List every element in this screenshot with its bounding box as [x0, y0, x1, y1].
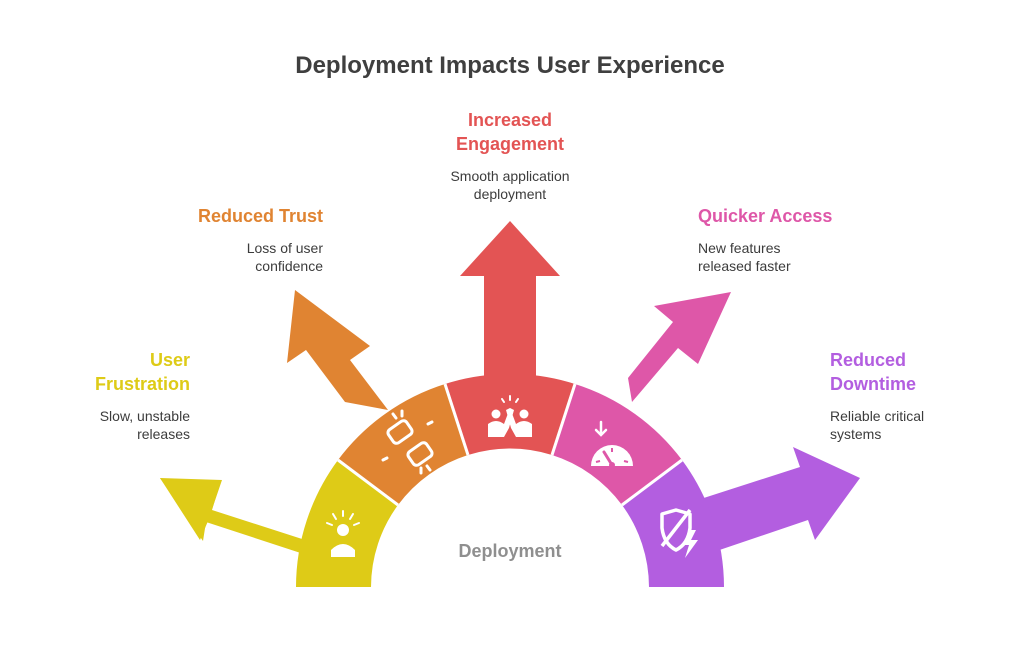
item-title: User Frustration	[94, 350, 190, 394]
ring-segment-user-frustration	[296, 460, 398, 587]
high-five-icon	[488, 395, 532, 437]
arrow-quicker-access	[628, 292, 731, 402]
label-quicker-access: Quicker Access	[698, 204, 898, 228]
item-title: Increased Engagement	[455, 110, 565, 154]
broken-handshake-icon	[381, 409, 434, 475]
item-title: Reduced Trust	[197, 206, 323, 226]
ring-segment-quicker-access	[552, 384, 682, 505]
item-title: Reduced Downtime	[830, 350, 917, 394]
item-title: Quicker Access	[698, 206, 833, 226]
arrow-reduced-downtime	[682, 447, 860, 560]
desc-increased-engagement: Smooth application deployment	[450, 168, 570, 202]
page-title: Deployment Impacts User Experience	[295, 52, 725, 79]
desc-user-frustration: Slow, unstable releases	[99, 408, 190, 442]
label-user-frustration: User Frustration	[60, 348, 190, 396]
center-label: Deployment	[458, 541, 562, 561]
desc-reduced-trust: Loss of user confidence	[246, 240, 323, 274]
arrow-increased-engagement	[460, 221, 560, 392]
deployment-ring	[296, 373, 724, 587]
shield-bolt-icon	[660, 508, 698, 558]
arrow-user-frustration	[160, 478, 330, 560]
ring-segment-reduced-downtime	[622, 460, 724, 587]
desc-reduced-downtime: Reliable critical systems	[830, 408, 925, 442]
label-reduced-downtime: Reduced Downtime	[830, 348, 1000, 396]
label-increased-engagement: Increased Engagement	[410, 108, 610, 156]
desc-quicker-access: New features released faster	[698, 240, 791, 274]
frustrated-person-icon	[326, 510, 360, 557]
arrow-reduced-trust	[287, 290, 388, 410]
label-reduced-trust: Reduced Trust	[160, 204, 323, 228]
speedometer-icon	[591, 420, 633, 468]
ring-segment-reduced-trust	[338, 384, 468, 505]
